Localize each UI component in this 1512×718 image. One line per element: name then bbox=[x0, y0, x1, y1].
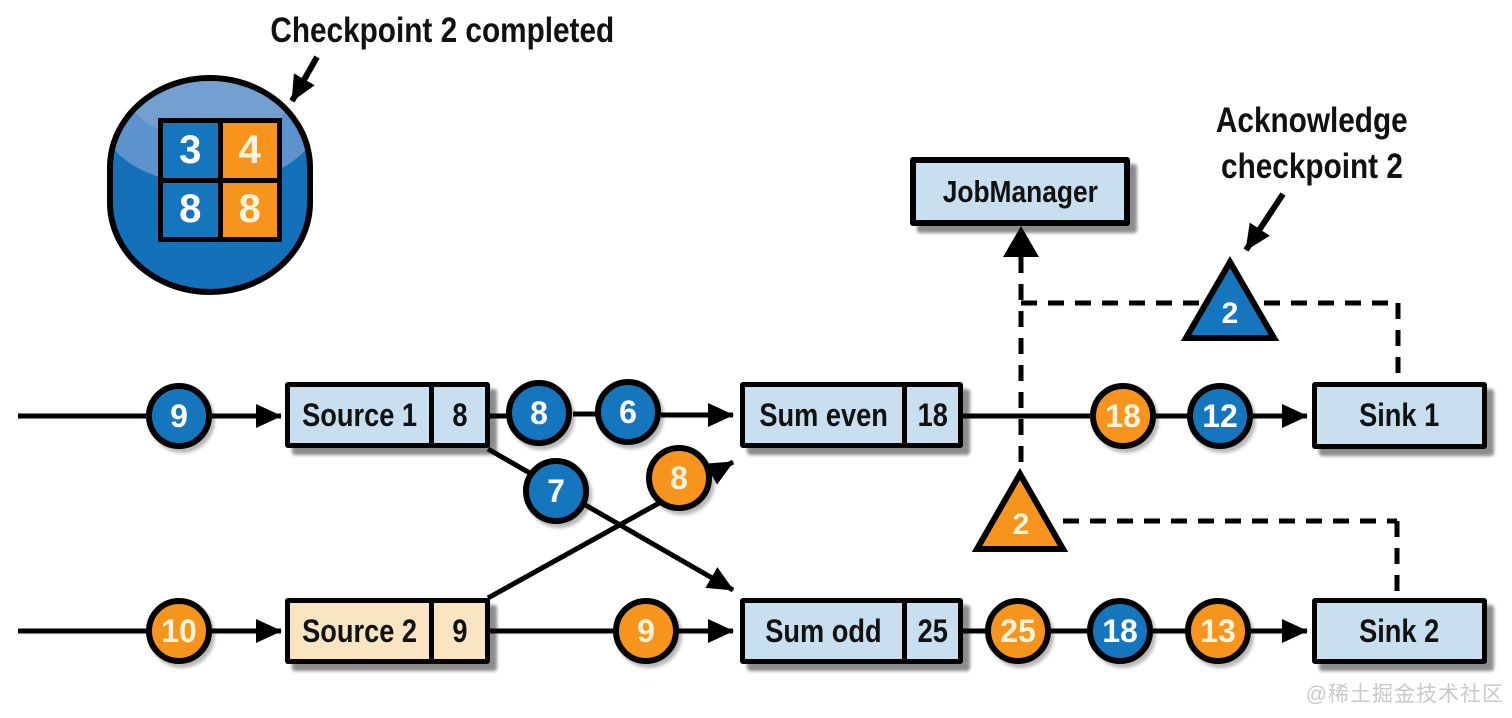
sum-even-box: Sum even 18 bbox=[740, 382, 963, 448]
barrier-label-sink1: 2 bbox=[1221, 297, 1239, 330]
record-token: 6 bbox=[595, 379, 661, 445]
source2-state-cell: 9 bbox=[429, 603, 485, 659]
store-cell: 8 bbox=[222, 182, 277, 237]
source1-box: Source 1 8 bbox=[285, 382, 490, 448]
record-token: 12 bbox=[1187, 383, 1253, 449]
barrier-triangle-sink1 bbox=[1180, 256, 1280, 341]
record-token: 13 bbox=[1185, 598, 1251, 664]
record-token: 25 bbox=[985, 598, 1051, 664]
barrier-triangle-sink2 bbox=[971, 467, 1069, 552]
sink2-label: Sink 2 bbox=[1359, 612, 1440, 649]
barrier-label-sink2: 2 bbox=[1012, 508, 1030, 541]
record-token: 18 bbox=[1090, 383, 1156, 449]
jobmanager-box: JobManager bbox=[910, 157, 1130, 226]
sink2-box: Sink 2 bbox=[1312, 598, 1487, 664]
sum-odd-state-cell: 25 bbox=[902, 603, 958, 659]
watermark: @稀土掘金技术社区 bbox=[1305, 683, 1504, 706]
acknowledge-label-line2: checkpoint 2 bbox=[1221, 147, 1403, 186]
sum-odd-box: Sum odd 25 bbox=[740, 598, 963, 664]
checkpoint-completed-label: Checkpoint 2 completed bbox=[270, 11, 615, 50]
acknowledge-arrow bbox=[1243, 192, 1286, 252]
source1-state-cell: 8 bbox=[429, 387, 485, 443]
record-token: 9 bbox=[613, 598, 679, 664]
jobmanager-label: JobManager bbox=[942, 173, 1098, 209]
jobmanager-ack-arrowhead bbox=[1003, 226, 1039, 257]
record-token-cross: 8 bbox=[646, 445, 712, 511]
acknowledge-label-line1: Acknowledge bbox=[1216, 101, 1408, 140]
source1-label-cell: Source 1 bbox=[302, 396, 417, 433]
record-token: 18 bbox=[1087, 598, 1153, 664]
record-token: 10 bbox=[146, 598, 212, 664]
source2-box: Source 2 9 bbox=[285, 598, 490, 664]
store-cell: 3 bbox=[163, 123, 218, 178]
record-token: 8 bbox=[506, 380, 572, 446]
acknowledge-label: Acknowledge checkpoint 2 bbox=[1180, 98, 1444, 190]
sum-even-state-cell: 18 bbox=[902, 387, 958, 443]
checkpoint-store-grid: 3 4 8 8 bbox=[158, 118, 282, 242]
store-cell: 8 bbox=[163, 182, 218, 237]
sink1-box: Sink 1 bbox=[1312, 382, 1487, 449]
sum-even-label-cell: Sum even bbox=[759, 396, 888, 433]
source2-label-cell: Source 2 bbox=[302, 612, 417, 649]
store-cell: 4 bbox=[222, 123, 277, 178]
record-token-cross: 7 bbox=[523, 458, 589, 524]
sink1-label: Sink 1 bbox=[1359, 397, 1440, 433]
record-token: 9 bbox=[146, 383, 212, 449]
sum-odd-label-cell: Sum odd bbox=[765, 612, 882, 649]
